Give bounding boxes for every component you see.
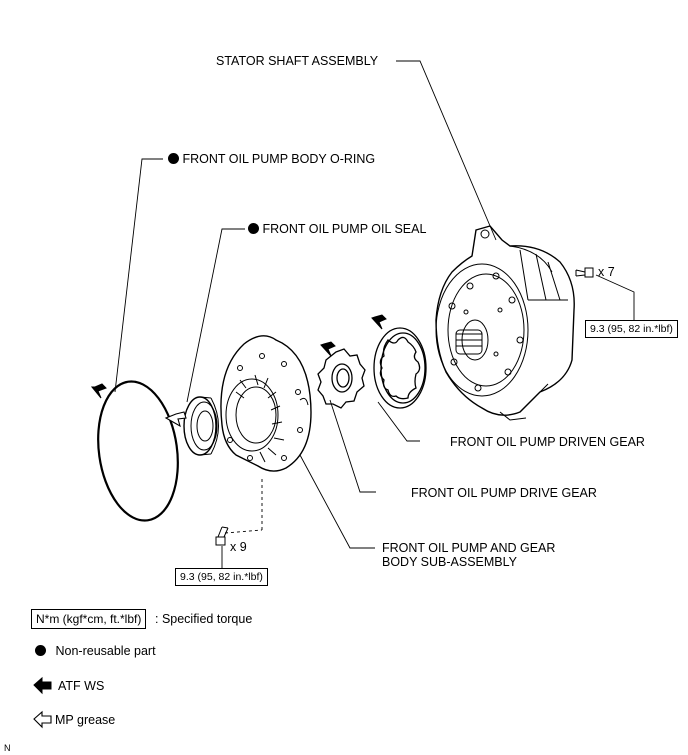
- drive-gear-drawing: [317, 348, 366, 409]
- oring-drawing: [97, 380, 179, 522]
- label-stator-shaft: STATOR SHAFT ASSEMBLY: [216, 54, 379, 68]
- stator-shaft-drawing: [435, 225, 575, 421]
- legend-nonreusable: Non-reusable part: [35, 644, 156, 658]
- label-pump-body: FRONT OIL PUMP AND GEAR BODY SUB-ASSEMBL…: [382, 541, 555, 569]
- legend-mp-icon: [33, 710, 52, 729]
- legend-torque-text: : Specified torque: [155, 612, 253, 626]
- stator-bolt-qty: x 7: [598, 265, 615, 279]
- label-drive-gear: FRONT OIL PUMP DRIVE GEAR: [411, 486, 597, 500]
- legend-torque-box: N*m (kgf*cm, ft.*lbf): [31, 609, 147, 629]
- atf-arrow-drive-gear: [320, 341, 336, 357]
- mp-arrow-oil-seal: [164, 411, 187, 428]
- label-body-oring-text: FRONT OIL PUMP BODY O-RING: [182, 152, 376, 166]
- corner-mark: N: [4, 743, 11, 753]
- nonreusable-dot-icon: [248, 223, 259, 234]
- label-oil-seal: FRONT OIL PUMP OIL SEAL: [248, 222, 426, 236]
- label-body-oring: FRONT OIL PUMP BODY O-RING: [168, 152, 375, 166]
- oil-seal-drawing: [183, 396, 219, 456]
- driven-gear-drawing: [373, 327, 427, 409]
- legend-atf-icon: [33, 676, 52, 695]
- nonreusable-dot-icon: [168, 153, 179, 164]
- pump-body-drawing: [220, 335, 312, 472]
- atf-arrow-driven-gear: [371, 314, 387, 330]
- legend-nonreusable-dot-icon: [35, 645, 46, 656]
- leader-lines: [114, 60, 635, 569]
- legend-nonreusable-text: Non-reusable part: [55, 644, 156, 658]
- pump-bolt-torque: 9.3 (95, 82 in.*lbf): [175, 568, 268, 586]
- pump-bolt-qty: x 9: [230, 540, 247, 554]
- label-oil-seal-text: FRONT OIL PUMP OIL SEAL: [262, 222, 427, 236]
- atf-arrow-oring: [90, 383, 107, 399]
- label-driven-gear: FRONT OIL PUMP DRIVEN GEAR: [450, 435, 645, 449]
- label-pump-body-line2: BODY SUB-ASSEMBLY: [382, 555, 517, 569]
- stator-bolt-drawing: [575, 267, 594, 278]
- pump-bolt-drawing: [215, 526, 229, 546]
- legend-mp-text: MP grease: [55, 713, 116, 727]
- stator-bolt-torque: 9.3 (95, 82 in.*lbf): [585, 320, 678, 338]
- legend-atf-text: ATF WS: [58, 679, 105, 693]
- label-pump-body-line1: FRONT OIL PUMP AND GEAR: [382, 541, 556, 555]
